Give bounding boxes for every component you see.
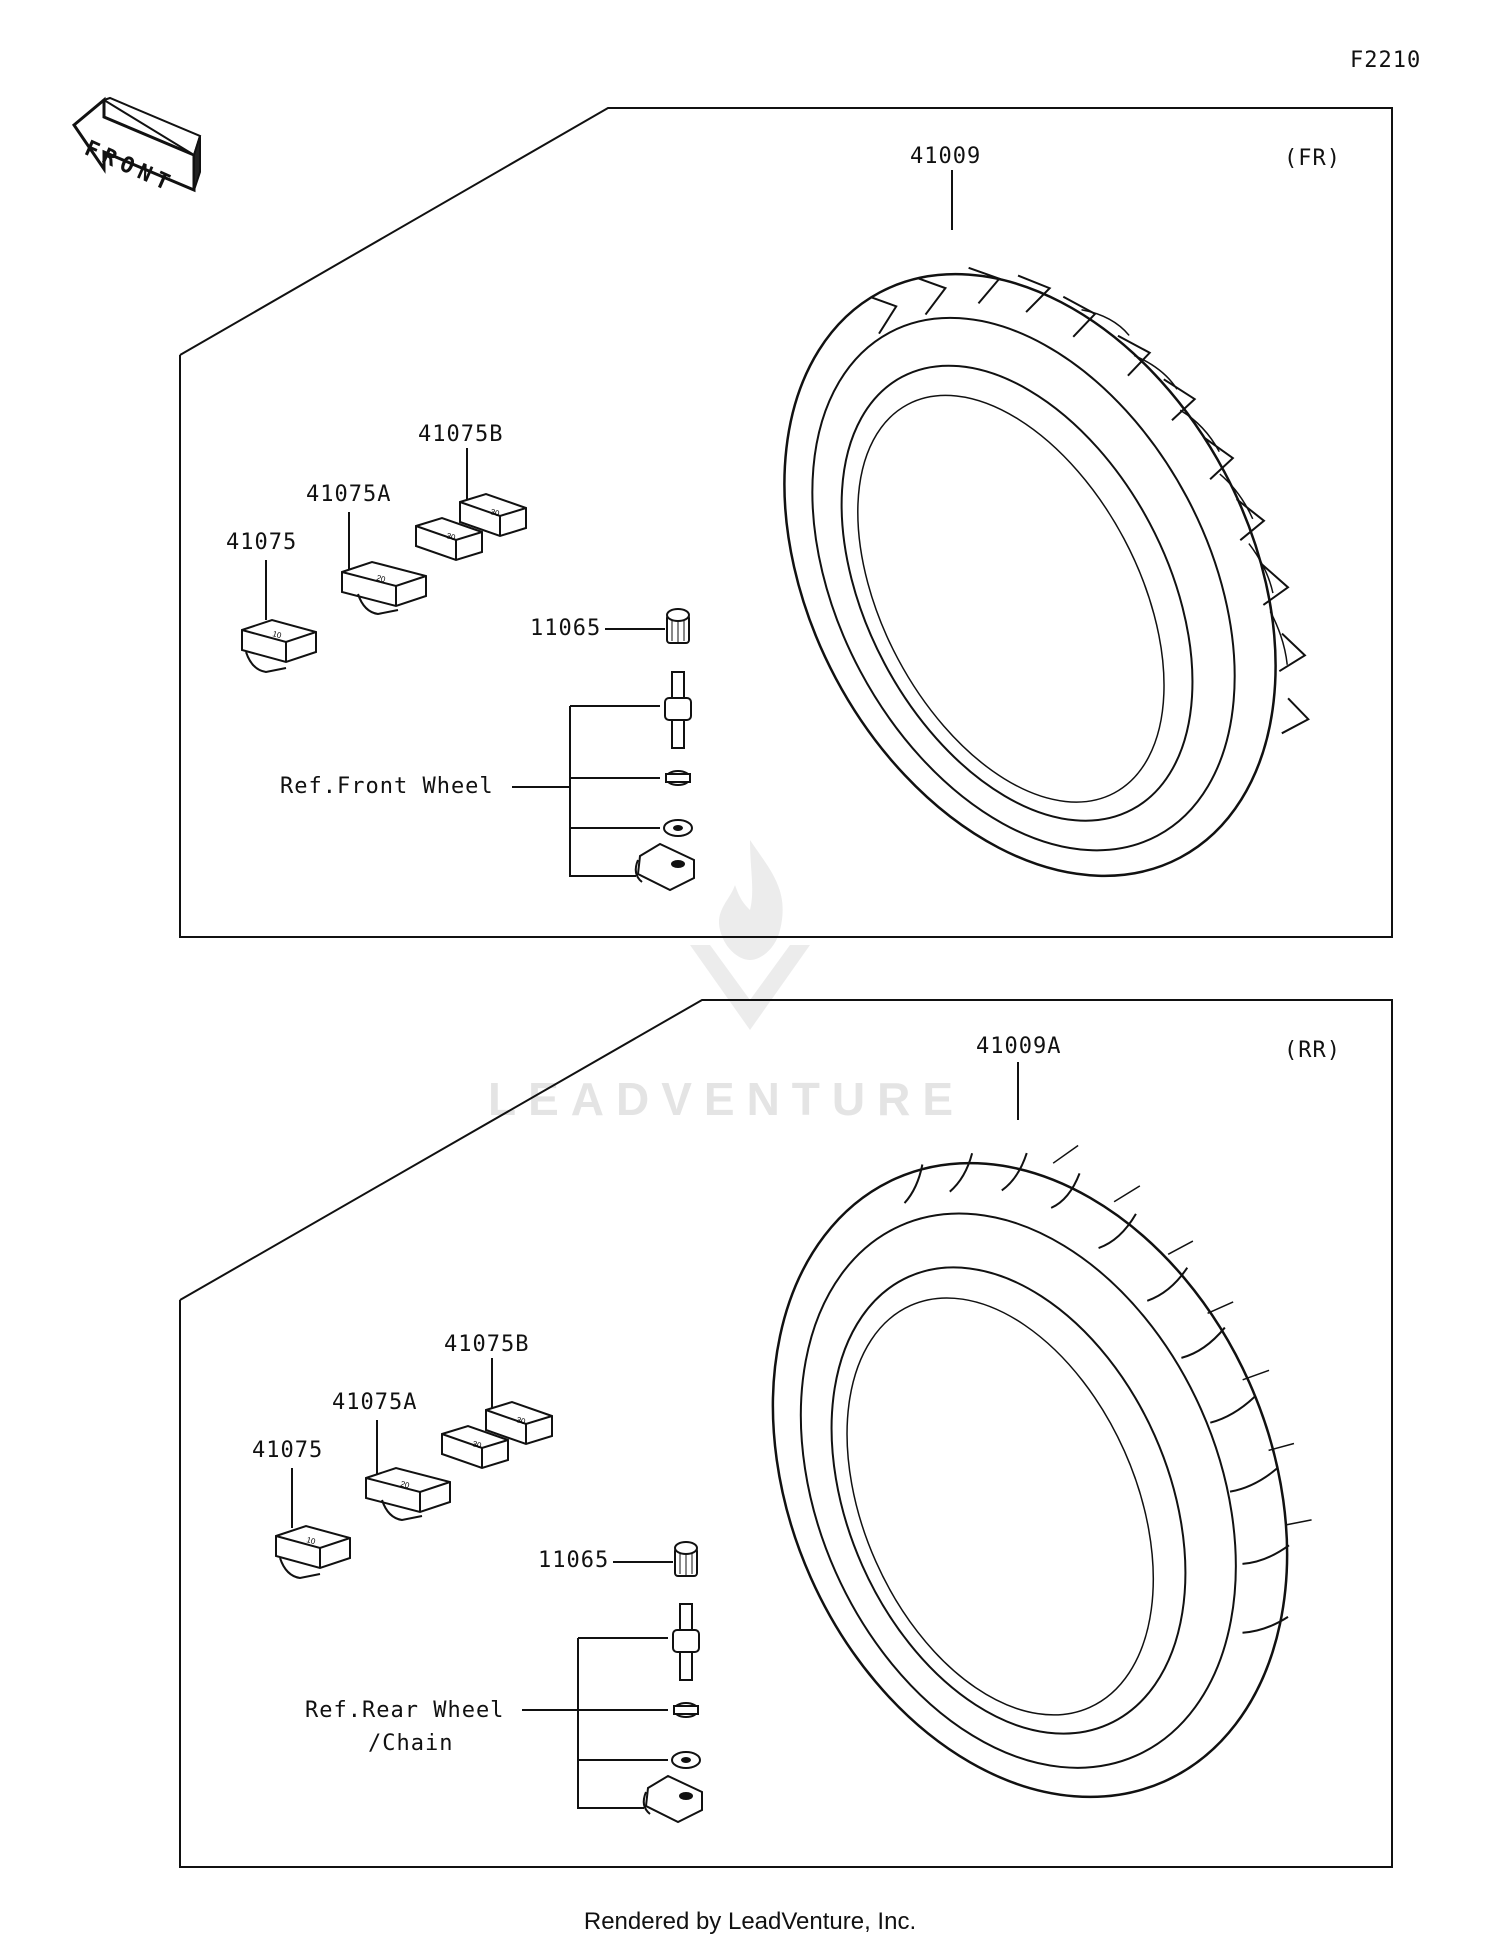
svg-text:30: 30 (515, 1415, 526, 1426)
front-weight-30: 30 30 (415, 492, 527, 562)
rear-reference-label: Ref.Rear Wheel (305, 1698, 505, 1723)
front-valve-cap-part-number: 11065 (530, 616, 602, 641)
front-panel-frame (179, 107, 1393, 938)
front-tire (783, 266, 1310, 878)
svg-text:30: 30 (445, 531, 456, 542)
svg-text:30: 30 (471, 1439, 482, 1450)
front-weight-10: 10 (241, 618, 317, 674)
svg-text:20: 20 (399, 1479, 410, 1490)
watermark-logo-icon (690, 840, 810, 1030)
rear-valve-cap-part-number: 11065 (538, 1548, 610, 1573)
svg-text:20: 20 (375, 573, 386, 584)
rear-tire (771, 1144, 1312, 1799)
rear-weight-a-leader (376, 1420, 378, 1480)
rear-reference-label-line2: /Chain (368, 1731, 454, 1756)
front-valve-cap (605, 608, 690, 644)
rear-weight-10: 10 (275, 1524, 351, 1580)
front-weight-a-part-number: 41075A (306, 482, 392, 507)
front-reference-label: Ref.Front Wheel (280, 774, 494, 799)
front-panel-tag: (FR) (1284, 146, 1341, 171)
rear-weight-a-part-number: 41075A (332, 1390, 418, 1415)
rear-valve-assembly (577, 1603, 703, 1824)
front-arrow-icon (71, 96, 202, 193)
front-reference-leader (512, 786, 570, 788)
front-weight-part-number: 41075 (226, 530, 298, 555)
watermark-text: LEADVENTURE (488, 1073, 966, 1125)
front-weight-20: 20 (341, 560, 427, 616)
svg-text:10: 10 (305, 1535, 316, 1546)
front-weight-a-leader (348, 512, 350, 572)
front-tire-part-number: 41009 (910, 144, 982, 169)
rear-valve-cap (613, 1541, 698, 1577)
front-weight-b-leader (466, 448, 468, 508)
rear-reference-leader (522, 1709, 580, 1711)
front-weight-leader (265, 560, 267, 620)
rear-weight-part-number: 41075 (252, 1438, 324, 1463)
svg-text:30: 30 (489, 507, 500, 518)
page-code: F2210 (1350, 48, 1422, 73)
rear-weight-b-part-number: 41075B (444, 1332, 530, 1357)
rear-tire-part-number: 41009A (976, 1034, 1062, 1059)
rear-weight-20: 20 (365, 1466, 451, 1522)
front-weight-b-part-number: 41075B (418, 422, 504, 447)
front-valve-assembly (569, 671, 695, 892)
rear-weight-leader (291, 1468, 293, 1528)
footer-credit: Rendered by LeadVenture, Inc. (583, 1908, 917, 1935)
svg-text:10: 10 (271, 629, 282, 640)
rear-panel-tag: (RR) (1284, 1038, 1341, 1063)
rear-weight-30: 30 30 (441, 1400, 553, 1470)
